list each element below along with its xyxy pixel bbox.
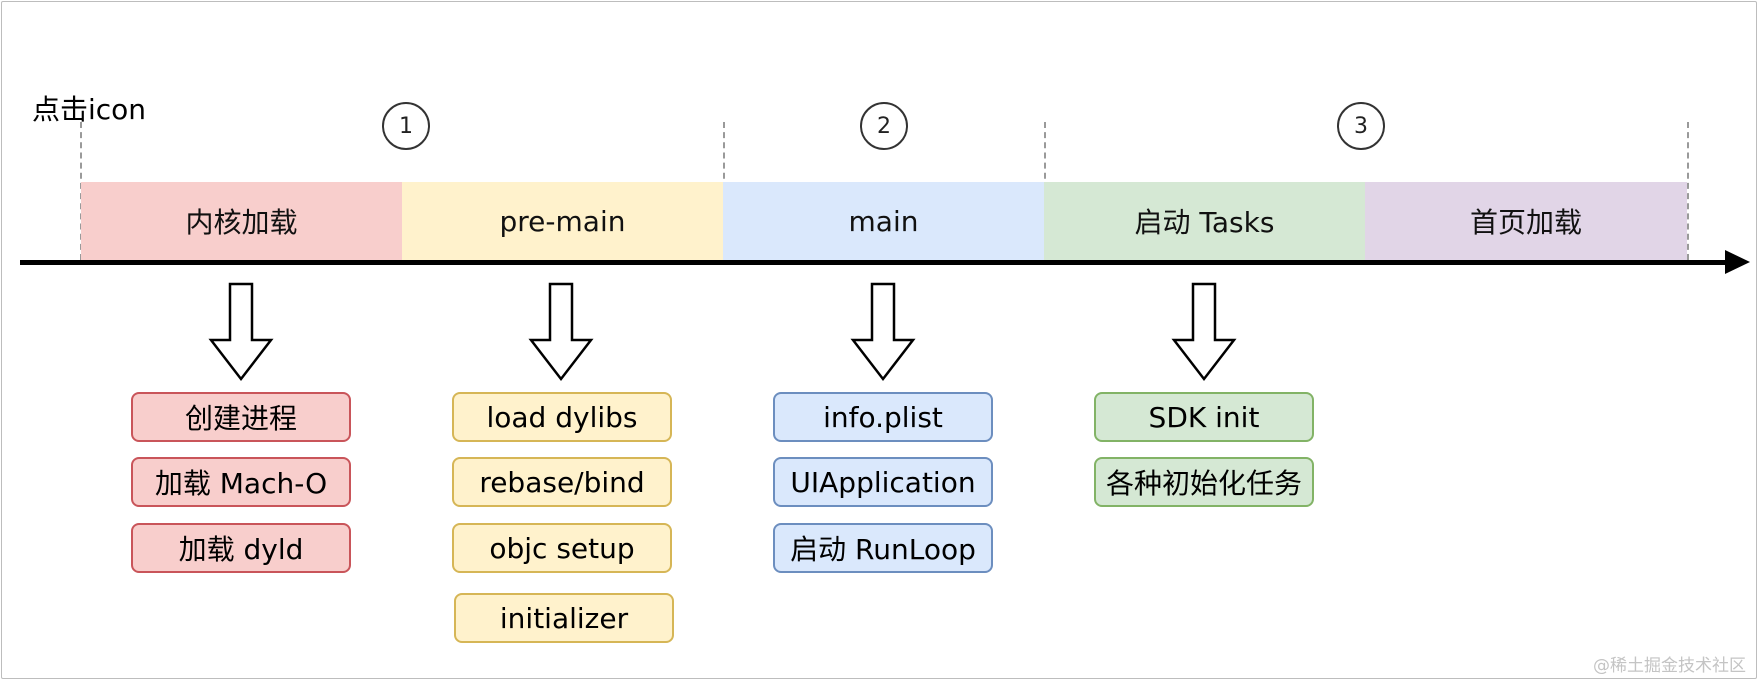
phase-launch-tasks: 启动 Tasks [1044,182,1365,260]
down-arrow-kernel-icon [208,282,274,382]
phase-kernel-load: 内核加载 [81,182,402,260]
phase-main: main [723,182,1044,260]
detail-initializer: initializer [454,593,674,643]
detail-sdk-init: SDK init [1094,392,1314,442]
detail-create-process: 创建进程 [131,392,351,442]
detail-objc-setup: objc setup [452,523,672,573]
phase-pre-main: pre-main [402,182,723,260]
detail-start-runloop: 启动 RunLoop [773,523,993,573]
detail-info-plist: info.plist [773,392,993,442]
detail-uiapplication: UIApplication [773,457,993,507]
start-label: 点击icon [32,93,147,126]
detail-rebase-bind: rebase/bind [452,457,672,507]
timeline-arrowhead [1725,250,1750,274]
detail-load-dyld: 加载 dyld [131,523,351,573]
down-arrow-tasks-icon [1171,282,1237,382]
detail-init-tasks: 各种初始化任务 [1094,457,1314,507]
marker-2: 2 [860,102,908,150]
phase-homepage-load: 首页加载 [1365,182,1687,260]
watermark: @稀土掘金技术社区 [1593,656,1746,676]
marker-1: 1 [382,102,430,150]
timeline-axis [20,260,1730,265]
down-arrow-premain-icon [528,282,594,382]
down-arrow-main-icon [850,282,916,382]
detail-load-mach-o: 加载 Mach-O [131,457,351,507]
end-divider [1687,122,1689,260]
marker-3: 3 [1337,102,1385,150]
detail-load-dylibs: load dylibs [452,392,672,442]
